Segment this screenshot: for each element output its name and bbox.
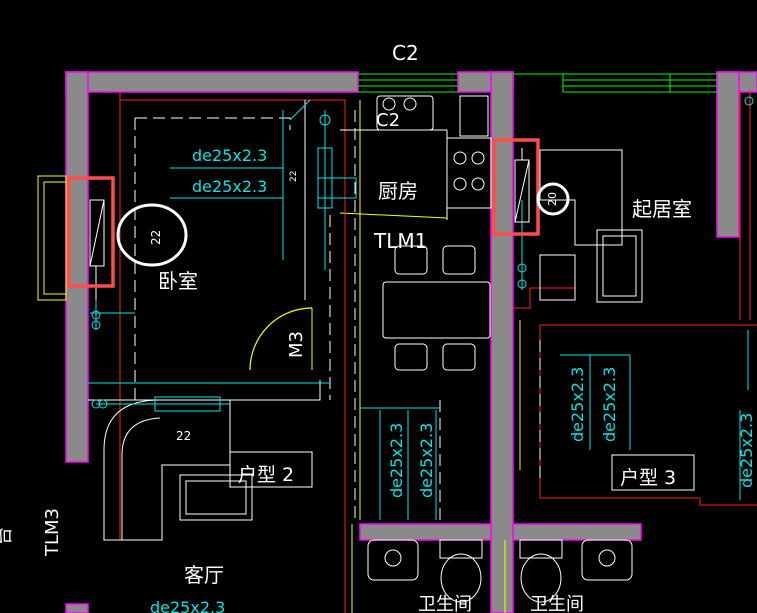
room-label-living-main: 起居室 [632,197,692,221]
door-tag-m3: M3 [286,331,307,358]
dashed-lines [134,110,541,520]
wall-bottom-stub [65,603,89,613]
room-label-kitchen: 厨房 [378,179,418,203]
door-tag-tlm1: TLM1 [373,229,427,253]
wall-bath-right [512,523,642,541]
radiator-number-bedroom: 22 [149,230,163,245]
windows [358,73,717,93]
yellow-lines [37,100,521,613]
walls [65,71,757,613]
highlight-circle-bedroom [116,203,188,267]
wall-bath-left [359,523,492,541]
room-label-living: 客厅 [184,563,224,587]
highlight-box-left [67,176,115,288]
pipe-label-v1: de25x2.3 [387,423,406,498]
room-label-bath-right: 卫生间 [530,594,584,613]
door-tag-tlm3: TLM3 [42,508,63,557]
unit-label-3: 户型 3 [620,467,676,489]
pipe-label-2: de25x2.3 [192,177,267,196]
furniture [88,95,695,603]
pipe-label-1: de25x2.3 [192,146,267,165]
pipe-label-v5: de25x2.3 [737,413,756,488]
wall-center-vertical [490,71,514,613]
pipe-label-v4: de25x2.3 [600,367,619,442]
edge-glyph: 台 [0,527,15,545]
pipe-label-bottom: de25x2.3 [150,598,225,613]
wall-top-left [65,71,359,93]
pipe-label-v3: de25x2.3 [568,367,587,442]
radiator-center [514,148,530,223]
red-lines [119,90,757,613]
highlight-box-center [492,138,540,236]
radiator-number-bedroom-small: 22 [289,171,299,182]
window-tag-kitchen: C2 [376,110,400,131]
room-label-bedroom: 卧室 [158,269,198,293]
room-label-bath-left: 卫生间 [418,594,472,613]
unit-label-2: 户型 2 [238,464,294,486]
radiator-number-living: 22 [176,429,191,443]
pipe-label-v2: de25x2.3 [417,423,436,498]
wall-right-stub [716,71,740,238]
window-tag-top: C2 [392,41,419,65]
pipes [88,96,754,520]
radiator-left [89,199,105,300]
highlight-circle-living [536,182,570,216]
radiator-number-living-main: 20 [546,192,559,206]
